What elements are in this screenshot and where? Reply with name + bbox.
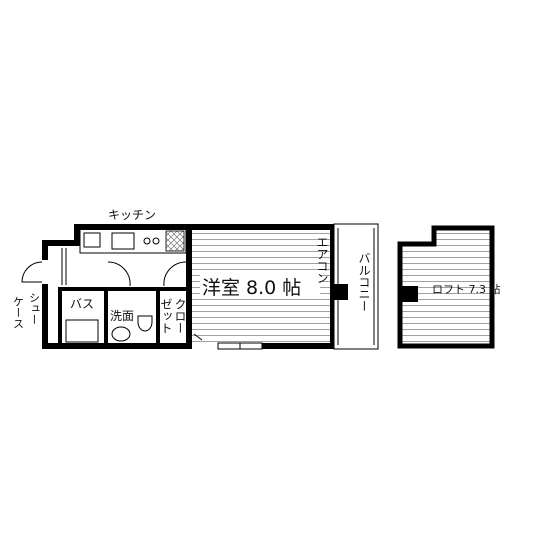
loft-floor <box>400 228 492 346</box>
loft-walls <box>397 225 495 349</box>
outer-walls <box>42 224 334 349</box>
bathtub <box>65 319 99 343</box>
label-balcony: バルコニー <box>357 252 371 312</box>
aircon-unit <box>334 284 348 300</box>
label-kitchen: キッチン <box>108 208 156 222</box>
toilet <box>137 315 153 332</box>
washbasin <box>111 326 131 342</box>
interior-walls <box>58 287 186 347</box>
label-shoe-case-bottom: ケース <box>12 296 25 329</box>
label-closet-left: ゼット <box>159 298 173 334</box>
label-aircon: エアコン <box>315 236 329 284</box>
loft-block <box>402 286 418 302</box>
label-washroom: 洗面 <box>110 309 134 323</box>
window <box>217 342 263 350</box>
stove-burner-2 <box>152 237 160 245</box>
label-loft: ロフト 7.3 帖 <box>432 283 501 296</box>
label-shoe-case-top: シュー <box>28 292 41 325</box>
label-closet-right: クロー <box>173 298 187 334</box>
stove-burner-1 <box>143 237 151 245</box>
label-western-room: 洋室 8.0 帖 <box>202 277 301 299</box>
kitchen-sink <box>83 232 101 248</box>
fridge-space <box>165 230 185 252</box>
label-bath: バス <box>70 297 94 311</box>
kitchen-sink-2 <box>111 232 135 250</box>
doors <box>21 248 203 341</box>
